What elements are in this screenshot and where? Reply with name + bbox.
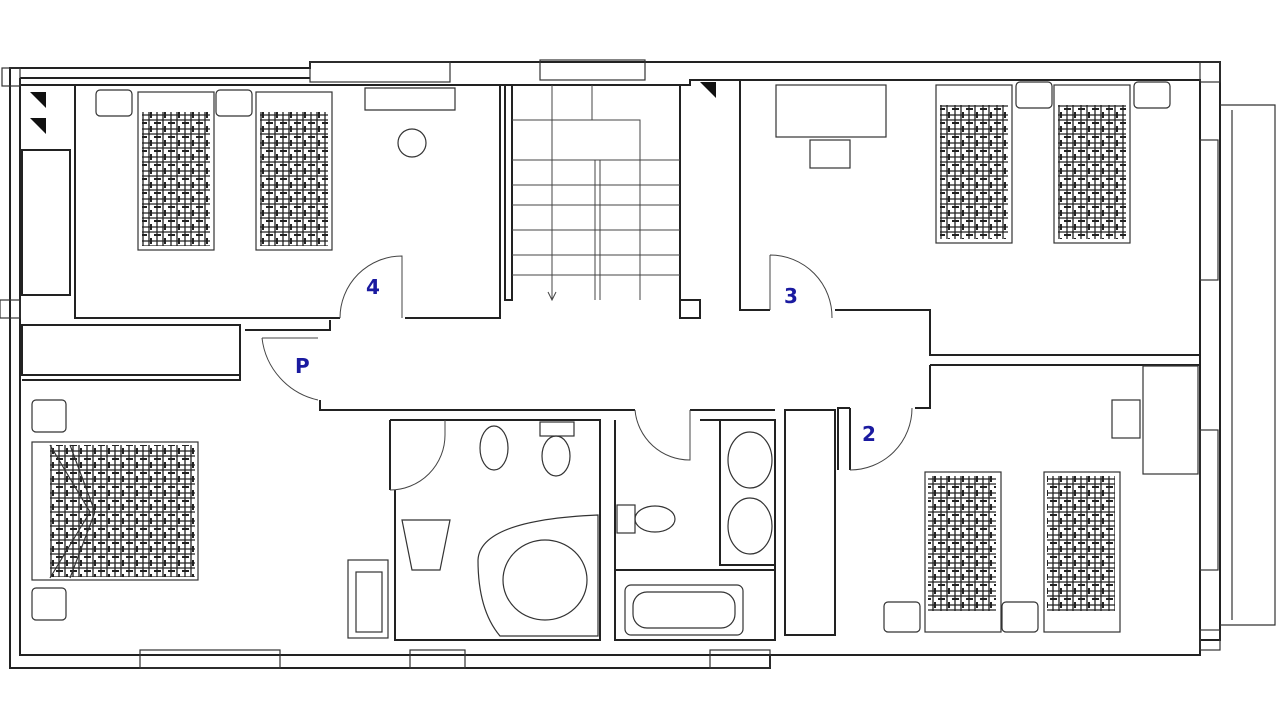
staircase [512, 85, 680, 302]
furniture [30, 81, 1199, 639]
beds [31, 84, 1131, 633]
interior-walls [21, 80, 1200, 641]
room-label-4: 4 [366, 275, 380, 299]
outer-walls [0, 59, 1276, 669]
doors [261, 254, 913, 491]
room-label-3: 3 [784, 284, 798, 308]
room-label-2: 2 [862, 422, 876, 446]
room-label-p: P [295, 354, 310, 378]
